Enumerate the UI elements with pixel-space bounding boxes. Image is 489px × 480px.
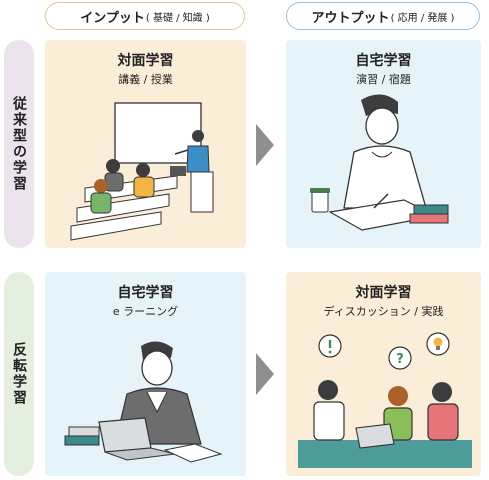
- book-stack: [409, 213, 449, 224]
- open-notebook: [163, 443, 223, 463]
- discussion-illustration: ?: [298, 332, 472, 468]
- person-head: [388, 386, 408, 406]
- laptop: [355, 423, 395, 449]
- lecture-illustration: [70, 102, 214, 241]
- teacher-body: [186, 145, 210, 173]
- homework-illustration: [310, 94, 449, 231]
- input-header-sub: ( 基礎 / 知識 ): [145, 12, 210, 24]
- panel-title: 自宅学習: [355, 53, 412, 69]
- panel-title: 自宅学習: [117, 285, 174, 301]
- panel-flipped-input: 自宅学習 e ラーニング: [45, 272, 246, 476]
- svg-text:?: ?: [396, 352, 404, 367]
- panel-title: 対面学習: [117, 53, 174, 69]
- whiteboard: [114, 102, 202, 164]
- laptop: [98, 417, 152, 453]
- panel-traditional-output: 自宅学習 演習 / 宿題: [286, 40, 481, 248]
- panel-flipped-output: 対面学習 ディスカッション / 実践 ?: [286, 272, 481, 476]
- row-label-traditional-text: 従来型の学習: [11, 96, 27, 192]
- coffee-cup: [311, 189, 329, 213]
- question-bubble-icon: ?: [388, 346, 412, 370]
- student-head: [136, 163, 150, 177]
- output-header-label: アウトプット: [311, 10, 390, 26]
- person-head: [318, 380, 338, 400]
- teacher-head: [192, 130, 204, 142]
- flow-arrow-bottom: [256, 353, 274, 395]
- row-label-traditional: 従来型の学習: [4, 40, 34, 248]
- exclamation-bubble-icon: [318, 334, 342, 358]
- student-head: [141, 350, 173, 386]
- teacher-laptop: [170, 166, 186, 176]
- panel-subtitle: 講義 / 授業: [118, 73, 173, 86]
- output-header-sub: ( 応用 / 発展 ): [390, 12, 455, 24]
- panel-subtitle: ディスカッション / 実践: [323, 305, 444, 318]
- input-header-label: インプット: [80, 10, 145, 26]
- student-head: [365, 107, 399, 145]
- panel-title: 対面学習: [355, 285, 412, 301]
- student-head: [106, 159, 120, 173]
- input-header: インプット( 基礎 / 知識 ): [45, 2, 245, 30]
- panel-subtitle: 演習 / 宿題: [356, 73, 411, 86]
- elearning-illustration: [64, 341, 223, 463]
- panel-subtitle: e ラーニング: [112, 305, 179, 318]
- person-head: [432, 382, 452, 402]
- row-label-flipped: 反転学習: [4, 272, 34, 476]
- row-label-flipped-text: 反転学習: [11, 342, 27, 406]
- flow-arrow-top: [256, 124, 274, 166]
- book-stack: [64, 435, 100, 446]
- lightbulb-bubble-icon: [426, 332, 450, 356]
- podium: [190, 171, 214, 213]
- student-head: [94, 179, 108, 193]
- hoodie: [343, 145, 427, 209]
- panel-traditional-input: 対面学習 講義 / 授業: [45, 40, 246, 248]
- output-header: アウトプット( 応用 / 発展 ): [286, 2, 480, 30]
